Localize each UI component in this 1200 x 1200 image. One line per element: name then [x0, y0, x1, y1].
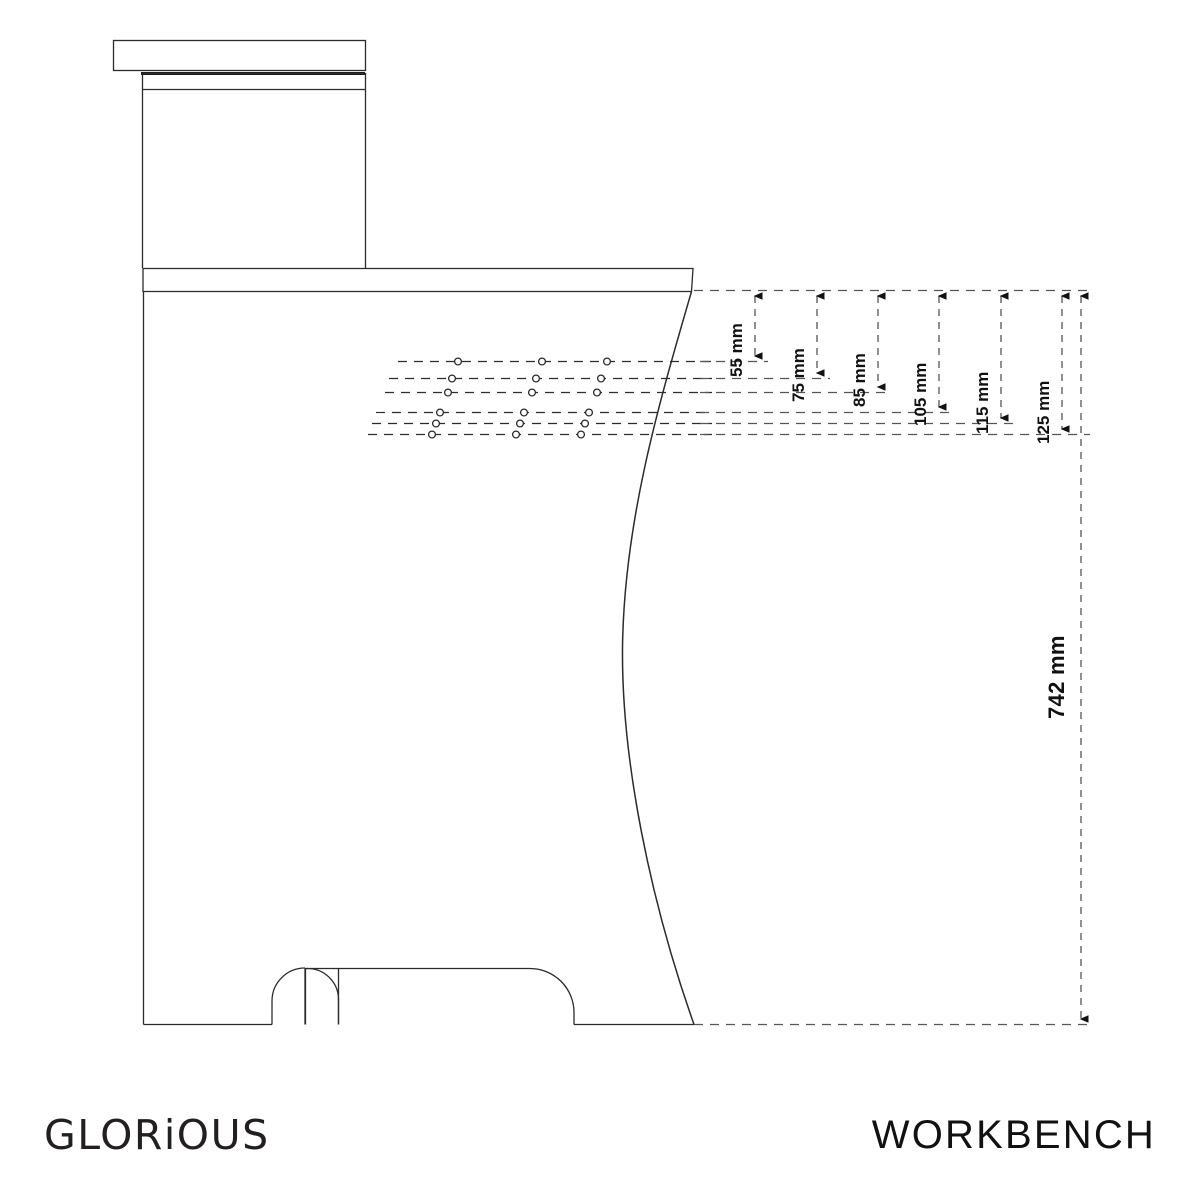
dimension-label-105: 105 mm	[911, 362, 930, 426]
dimension-label-742: 742 mm	[1044, 635, 1069, 719]
mounting-hole	[592, 388, 602, 397]
mounting-hole	[580, 419, 590, 428]
upper-shelf-assembly	[112, 39, 367, 268]
brand-logo: GLORiOUS	[44, 1110, 270, 1159]
cabinet-body	[142, 291, 694, 1026]
sheet-footer: GLORiOUS WORKBENCH	[0, 1088, 1200, 1200]
top-shelf-board	[112, 39, 367, 72]
foot-notch-arch	[271, 967, 306, 1025]
mounting-hole	[602, 357, 612, 366]
mounting-hole	[584, 408, 594, 417]
mounting-hole	[515, 419, 525, 428]
side-panel-s-curve	[621, 291, 695, 1025]
mounting-hole	[443, 388, 453, 397]
curved-side-profile	[621, 291, 695, 1025]
mounting-holes	[427, 357, 612, 439]
mounting-hole	[527, 388, 537, 397]
mounting-hole	[435, 408, 445, 417]
mounting-hole	[431, 419, 441, 428]
mounting-hole	[596, 374, 606, 383]
mounting-hole	[537, 357, 547, 366]
foot-notch-arch-outer	[305, 967, 340, 1025]
mounting-hole	[511, 430, 521, 439]
dimension-label-55: 55 mm	[727, 323, 746, 377]
riser-box	[141, 72, 367, 268]
mounting-hole	[519, 408, 529, 417]
mounting-hole	[531, 374, 541, 383]
dimension-extension-lines	[694, 289, 1090, 1026]
dimension-arrows	[753, 292, 1089, 1023]
mounting-hole	[427, 430, 437, 439]
mounting-hole	[447, 374, 457, 383]
mounting-hole-rows	[368, 360, 712, 436]
mounting-hole	[453, 357, 463, 366]
dimension-label-125: 125 mm	[1034, 380, 1053, 444]
product-name-label: WORKBENCH	[871, 1113, 1156, 1157]
dimension-label-75: 75 mm	[789, 348, 808, 402]
dimension-label-85: 85 mm	[850, 353, 869, 407]
mounting-hole	[576, 430, 586, 439]
dimension-label-115: 115 mm	[973, 371, 992, 434]
worktop-board	[142, 267, 694, 293]
worktop-outline	[142, 267, 694, 293]
underside-rail	[305, 967, 575, 1025]
